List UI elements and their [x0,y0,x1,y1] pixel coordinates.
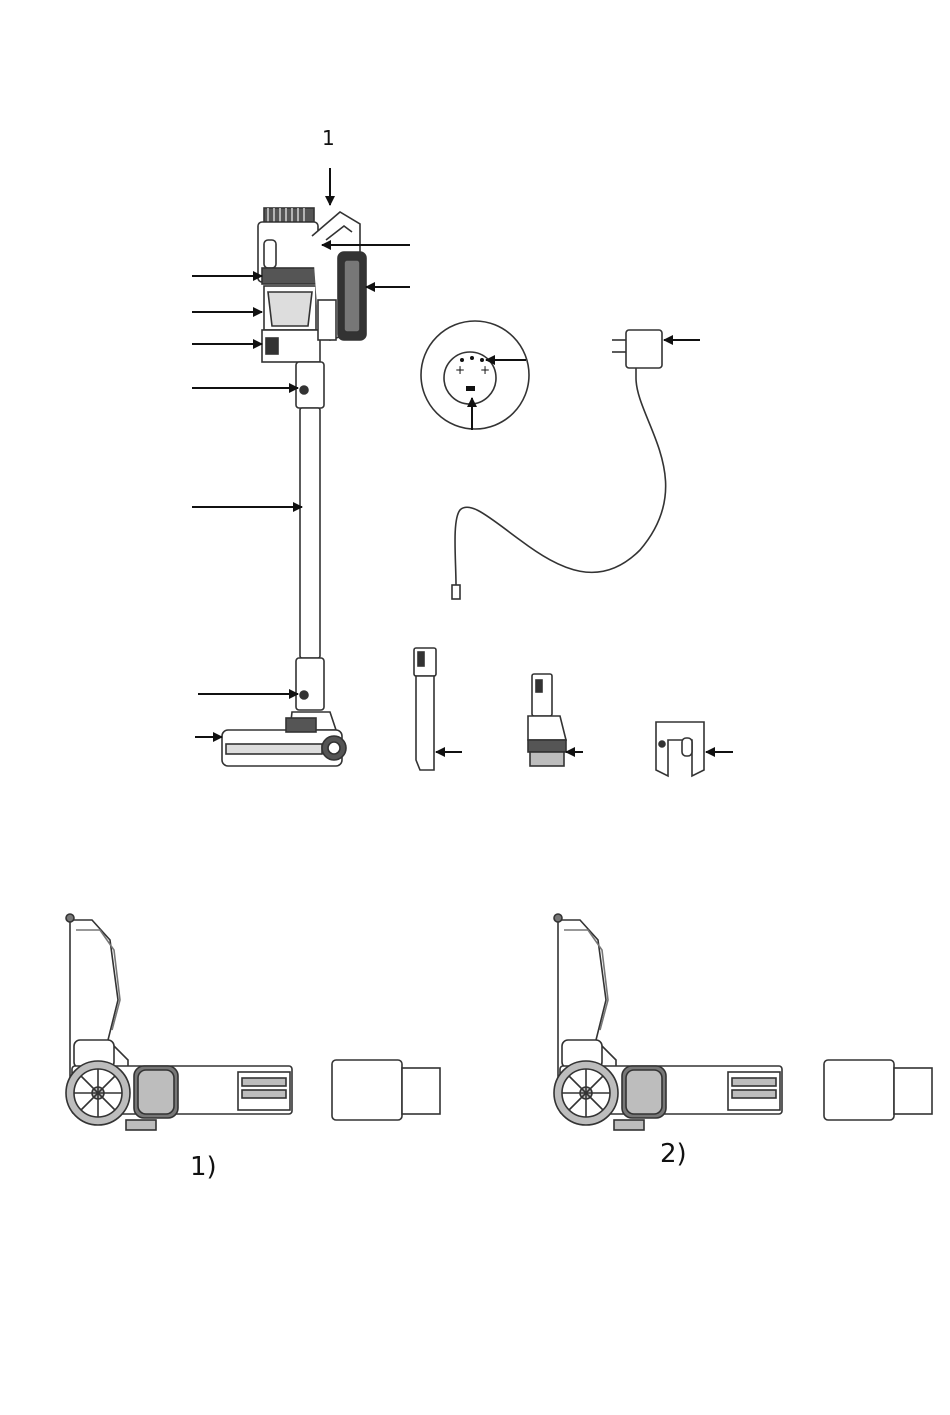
vacuum-main-unit [258,208,366,408]
step-1-label: 1) [190,1152,217,1182]
charging-socket-detail: + + [421,321,529,430]
crevice-tool [414,648,462,770]
callout-number-1: 1 [322,126,335,150]
step-2-illustration [554,914,932,1130]
step-2-label: 2) [660,1139,687,1169]
wall-mount [656,722,733,776]
svg-text:+: + [480,363,490,377]
floor-brush [222,712,346,766]
svg-text:+: + [455,363,465,377]
extension-tube [296,408,324,710]
brush-tool [528,674,583,766]
step-1-illustration [66,914,440,1130]
